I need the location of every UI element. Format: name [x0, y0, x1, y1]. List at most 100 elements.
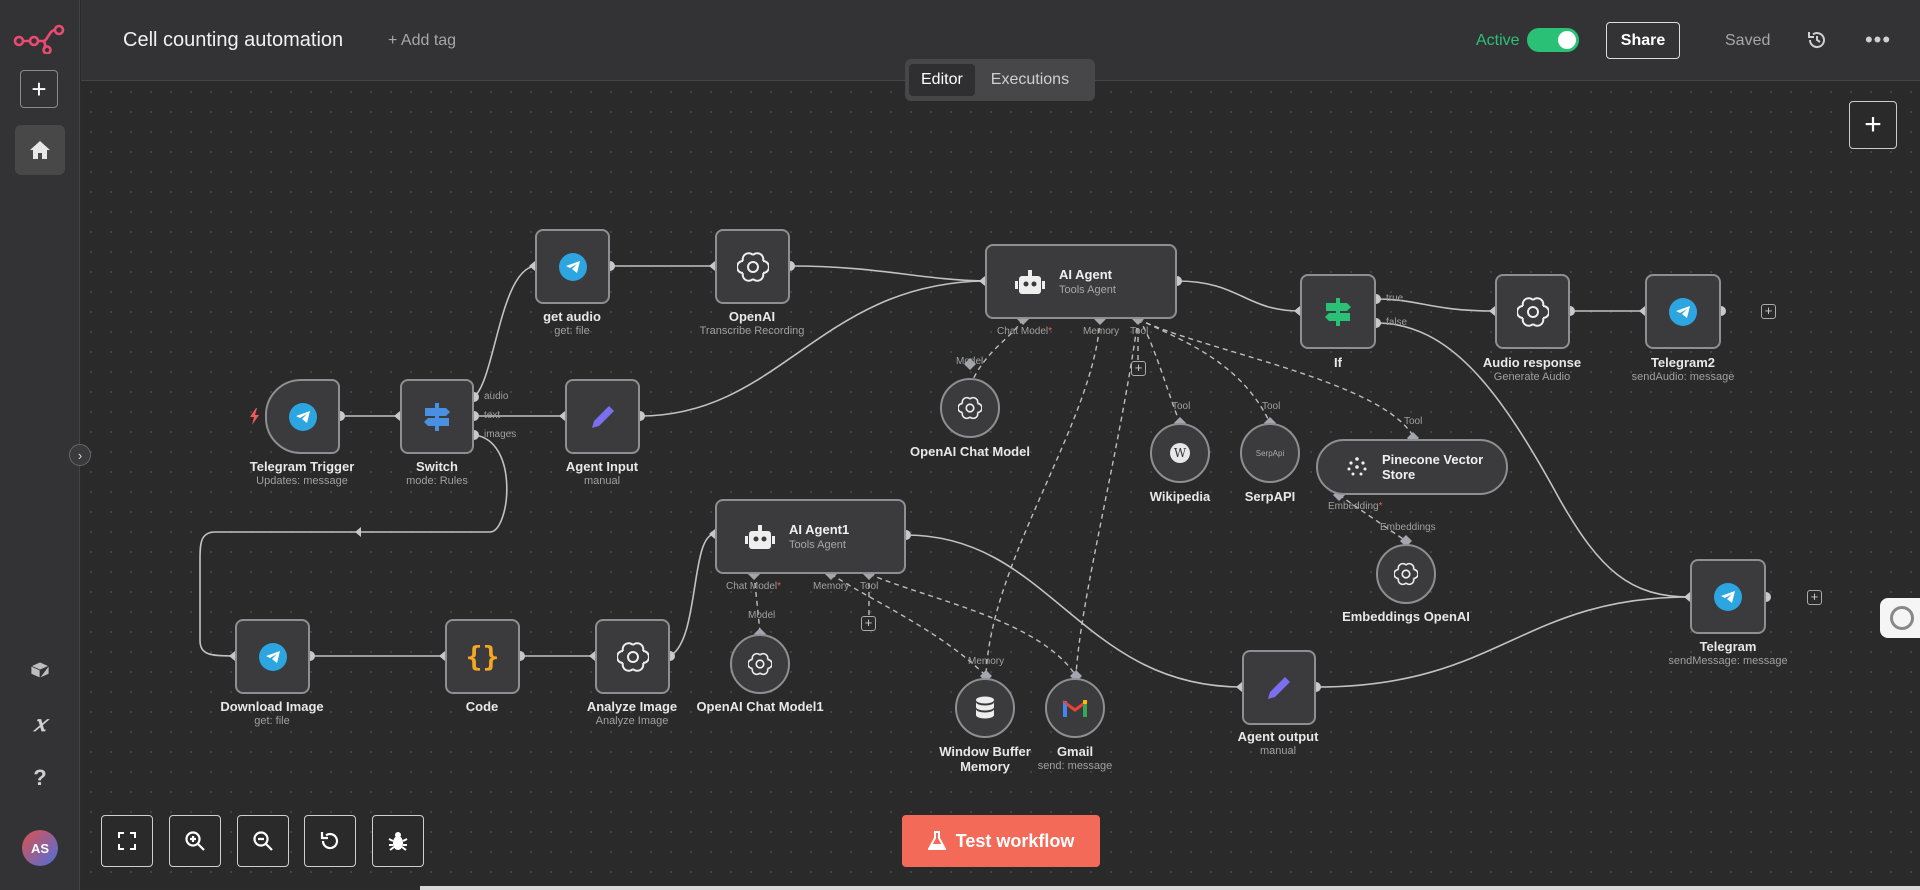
node-label: Telegram2 sendAudio: message [1631, 355, 1735, 383]
port-label-embedding: Embedding* [1328, 501, 1383, 512]
test-workflow-label: Test workflow [955, 830, 1075, 851]
node-switch[interactable] [400, 379, 474, 454]
node-embeddings-openai[interactable] [1376, 544, 1436, 604]
expand-sidebar-chevron-icon[interactable]: › [69, 444, 91, 466]
openai-icon [616, 641, 649, 672]
fit-view-button[interactable] [101, 815, 153, 867]
workflow-title[interactable]: Cell counting automation [123, 29, 344, 51]
assistant-bubble-icon[interactable] [1880, 598, 1920, 638]
add-node-plus-icon[interactable]: + [1849, 101, 1897, 149]
horizontal-scrollbar[interactable] [420, 886, 1920, 890]
reset-zoom-icon [320, 832, 339, 850]
add-tag-link[interactable]: + Add tag [388, 32, 457, 49]
switch-signpost-icon [424, 402, 450, 431]
debug-bug-icon [388, 832, 408, 851]
if-signpost-icon [1325, 297, 1351, 326]
telegram-icon [558, 252, 587, 281]
node-get-audio[interactable] [535, 229, 610, 304]
variables-icon[interactable]: 𝑥 [33, 711, 47, 737]
active-toggle[interactable] [1527, 28, 1579, 52]
zoom-out-icon [253, 831, 273, 851]
fit-view-icon [118, 832, 136, 850]
openai-icon [1394, 562, 1418, 586]
node-agent-input[interactable] [565, 379, 640, 454]
telegram-icon [258, 642, 287, 671]
node-openai-chat-model1[interactable] [730, 634, 790, 694]
ai-agent1-port-tool: Tool [860, 581, 879, 592]
switch-output-audio: audio [484, 391, 509, 402]
switch-output-text: text [484, 410, 501, 421]
port-label-tool: Tool [1404, 416, 1423, 427]
node-label: Window Buffer Memory [939, 744, 1031, 774]
node-pinecone-vector-store[interactable]: Pinecone Vector Store [1316, 439, 1508, 495]
n8n-logo-icon[interactable] [13, 24, 65, 54]
openai-icon [1516, 296, 1549, 327]
add-tool-plus-icon[interactable]: + [1131, 361, 1146, 376]
history-icon[interactable] [1803, 26, 1831, 54]
port-label-model: Model [748, 610, 776, 621]
home-icon[interactable] [15, 125, 65, 175]
node-code[interactable]: {} [445, 619, 520, 694]
node-wikipedia[interactable]: W [1150, 423, 1210, 483]
share-button[interactable]: Share [1606, 22, 1680, 59]
add-button[interactable]: + [20, 70, 58, 108]
node-window-buffer-memory[interactable] [955, 678, 1015, 738]
test-workflow-button[interactable]: Test workflow [902, 815, 1100, 867]
tab-editor[interactable]: Editor [909, 64, 975, 96]
zoom-in-icon [185, 831, 205, 851]
node-if[interactable] [1300, 274, 1376, 349]
node-label: Embeddings OpenAI [1342, 609, 1470, 624]
node-label: Analyze Image Analyze Image [586, 699, 678, 727]
help-icon[interactable]: ? [33, 765, 47, 790]
zoom-in-button[interactable] [169, 815, 221, 867]
database-icon [976, 696, 994, 719]
tab-executions[interactable]: Executions [990, 71, 1070, 88]
node-openai-chat-model[interactable] [940, 378, 1000, 438]
port-label-tool: Tool [1172, 401, 1191, 412]
ai-agent-port-memory: Memory [1083, 326, 1120, 337]
sidebar: + 𝑥 ? AS [0, 0, 80, 890]
add-next-node-plus-icon[interactable]: + [1807, 590, 1822, 605]
node-audio-response[interactable] [1495, 274, 1570, 349]
node-telegram-trigger[interactable] [265, 379, 340, 454]
pinecone-icon [1347, 457, 1367, 476]
node-gmail[interactable] [1045, 678, 1105, 738]
user-avatar[interactable]: AS [22, 830, 58, 866]
flask-icon [927, 831, 946, 850]
wikipedia-globe-icon: W [1170, 443, 1190, 463]
node-agent-output[interactable] [1242, 650, 1316, 725]
node-label: Wikipedia [1149, 489, 1211, 504]
node-label: Telegram sendMessage: message [1668, 639, 1788, 667]
node-openai[interactable] [715, 229, 790, 304]
port-label-tool: Tool [1262, 401, 1281, 412]
node-telegram[interactable] [1690, 559, 1766, 634]
view-tabs: Editor Executions [905, 59, 1095, 101]
node-label: Agent output manual [1237, 729, 1319, 757]
templates-box-icon[interactable] [24, 654, 56, 686]
openai-icon [958, 396, 982, 420]
openai-icon [736, 251, 769, 282]
ai-agent-port-tool: Tool [1130, 326, 1149, 337]
add-tool-plus-icon[interactable]: + [861, 616, 876, 631]
robot-icon [745, 524, 775, 549]
node-download-image[interactable] [235, 619, 310, 694]
active-label: Active [1476, 32, 1520, 49]
node-serpapi[interactable]: SerpApi [1240, 423, 1300, 483]
node-analyze-image[interactable] [595, 619, 670, 694]
telegram-icon [1669, 297, 1697, 326]
node-label: Code [465, 699, 499, 714]
robot-icon [1015, 269, 1045, 294]
add-next-node-plus-icon[interactable]: + [1761, 304, 1776, 319]
if-output-false: false [1386, 317, 1408, 328]
telegram-icon [1714, 582, 1742, 611]
node-telegram2[interactable] [1645, 274, 1721, 349]
pencil-icon [591, 405, 614, 428]
reset-zoom-button[interactable] [304, 815, 356, 867]
pencil-icon [1268, 676, 1290, 699]
more-options-icon[interactable]: ••• [1864, 27, 1892, 52]
zoom-out-button[interactable] [237, 815, 289, 867]
debug-button[interactable] [372, 815, 424, 867]
